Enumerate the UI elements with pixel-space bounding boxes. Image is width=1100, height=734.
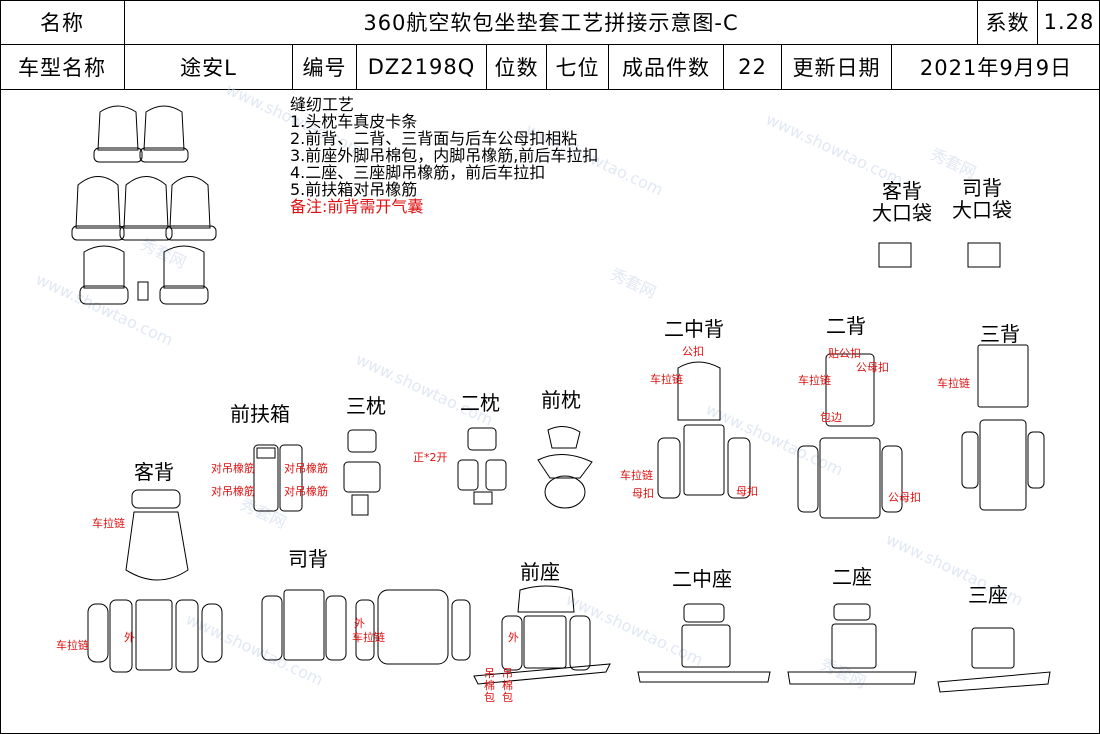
note-pair-elastic: 对吊橡筋 bbox=[211, 485, 255, 498]
code-label: 编号 bbox=[293, 45, 357, 89]
note-pair-elastic: 对吊橡筋 bbox=[284, 462, 328, 475]
note-pair-elastic: 对吊橡筋 bbox=[284, 485, 328, 498]
third-pillow-pieces bbox=[343, 429, 381, 516]
guest-bag-piece bbox=[878, 242, 912, 268]
model-value: 途安L bbox=[125, 45, 293, 89]
label-second-mid-seat: 二中座 bbox=[672, 567, 732, 591]
sewing-notes: 缝纫工艺 1.头枕车真皮卡条 2.前背、二背、三背面与后车公母扣相粘 3.前座外… bbox=[290, 96, 598, 215]
second-pillow-pieces bbox=[457, 427, 507, 505]
second-mid-back-pieces bbox=[657, 361, 751, 499]
note-male-female: 公母扣 bbox=[856, 361, 889, 374]
label-second-back: 二背 bbox=[826, 314, 866, 338]
second-seat-pieces bbox=[787, 603, 917, 685]
header-row-1: 名称 360航空软包坐垫套工艺拼接示意图-C 系数 1.28 bbox=[0, 0, 1100, 45]
note-item: 4.二座、三座脚吊橡筋，前后车拉扣 bbox=[290, 163, 546, 182]
notes-remark: 备注:前背需开气囊 bbox=[290, 197, 424, 216]
label-driver-back: 司背 bbox=[288, 547, 328, 571]
label-third-back: 三背 bbox=[980, 322, 1020, 346]
second-back-pieces bbox=[797, 353, 903, 519]
label-front-armrest: 前扶箱 bbox=[230, 402, 290, 426]
front-pillow-pieces bbox=[537, 426, 593, 509]
date-value: 2021年9月9日 bbox=[919, 56, 1073, 80]
seat-preview-group bbox=[71, 105, 217, 305]
name-label: 名称 bbox=[0, 0, 125, 44]
note-hang-cotton: 吊棉包 bbox=[484, 667, 495, 704]
label-front-pillow: 前枕 bbox=[541, 388, 581, 412]
note-outer: 外 bbox=[354, 617, 365, 630]
note-female-snap: 母扣 bbox=[632, 487, 654, 500]
label-second-pillow: 二枕 bbox=[460, 391, 500, 415]
label-front-seat: 前座 bbox=[520, 560, 560, 584]
note-outer: 外 bbox=[124, 631, 135, 644]
note-pair-elastic: 对吊橡筋 bbox=[211, 462, 255, 475]
note-zipper: 车拉链 bbox=[937, 377, 970, 390]
coef-label: 系数 bbox=[978, 0, 1038, 44]
label-guest-bag: 客背 大口袋 bbox=[872, 179, 932, 225]
pattern-drawing bbox=[71, 105, 1051, 693]
seats-value: 七位 bbox=[547, 45, 609, 89]
notes-heading: 缝纫工艺 bbox=[290, 95, 355, 114]
note-zipper: 车拉链 bbox=[798, 374, 831, 387]
coef-value: 1.28 bbox=[1043, 10, 1095, 34]
note-zipper: 车拉链 bbox=[352, 631, 385, 644]
note-front-2: 正*2开 bbox=[413, 451, 448, 464]
model-label: 车型名称 bbox=[0, 45, 125, 89]
date-label: 更新日期 bbox=[782, 45, 892, 89]
label-third-pillow: 三枕 bbox=[346, 394, 386, 418]
seats-label: 位数 bbox=[487, 45, 547, 89]
guest-back-pieces bbox=[87, 489, 223, 673]
label-driver-bag: 司背 大口袋 bbox=[952, 176, 1012, 222]
note-female-snap: 母扣 bbox=[736, 485, 758, 498]
label-second-mid-back: 二中背 bbox=[664, 317, 724, 341]
label-third-seat: 三座 bbox=[968, 583, 1008, 607]
note-hem: 包边 bbox=[820, 411, 842, 424]
note-item: 2.前背、二背、三背面与后车公母扣相粘 bbox=[290, 129, 578, 148]
note-outer: 外 bbox=[508, 631, 519, 644]
front-seat-pieces bbox=[473, 585, 611, 685]
third-back-pieces bbox=[961, 344, 1045, 511]
front-armrest-pieces bbox=[253, 444, 303, 512]
note-zipper: 车拉链 bbox=[620, 469, 653, 482]
note-zipper: 车拉链 bbox=[56, 639, 89, 652]
sheet-title: 360航空软包坐垫套工艺拼接示意图-C bbox=[125, 0, 978, 44]
second-mid-seat-pieces bbox=[637, 603, 771, 683]
header-row-2: 车型名称 途安L 编号 DZ2198Q 位数 七位 成品件数 22 更新日期 2… bbox=[0, 45, 1100, 90]
note-item: 1.头枕车真皮卡条 bbox=[290, 112, 418, 131]
driver-back-pieces bbox=[261, 589, 471, 665]
third-seat-pieces bbox=[937, 627, 1051, 693]
driver-bag-piece bbox=[967, 242, 1001, 268]
label-guest-back: 客背 bbox=[134, 460, 174, 484]
note-zipper: 车拉链 bbox=[650, 373, 683, 386]
note-item: 5.前扶箱对吊橡筋 bbox=[290, 180, 418, 199]
code-value: DZ2198Q bbox=[357, 45, 487, 89]
note-stick-male: 贴公扣 bbox=[828, 347, 861, 360]
label-second-seat: 二座 bbox=[832, 565, 872, 589]
note-male-female: 公母扣 bbox=[888, 491, 921, 504]
note-zipper: 车拉链 bbox=[92, 517, 125, 530]
note-male-snap: 公扣 bbox=[682, 345, 704, 358]
pieces-label: 成品件数 bbox=[609, 45, 724, 89]
note-item: 3.前座外脚吊棉包，内脚吊橡筋,前后车拉扣 bbox=[290, 146, 599, 165]
note-hang-cotton: 吊棉包 bbox=[502, 667, 513, 704]
pieces-value: 22 bbox=[724, 45, 782, 89]
